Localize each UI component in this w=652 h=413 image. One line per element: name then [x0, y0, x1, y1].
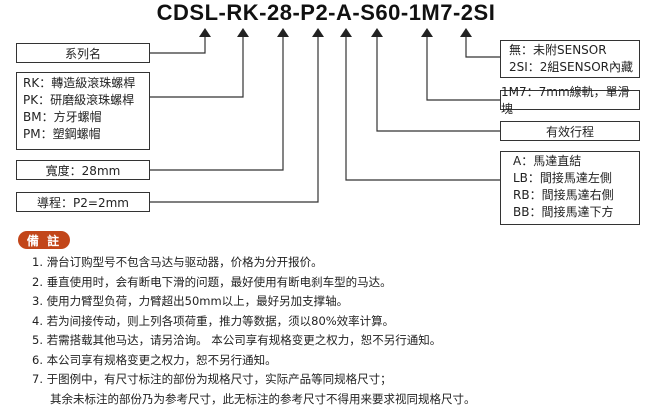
- arrow-series: [199, 28, 211, 37]
- connector-motor: [345, 36, 500, 181]
- note-item: 1. 滑台订购型号不包含马达与驱动器，价格为分开报价。: [32, 255, 323, 269]
- width-label: 寬度：28mm: [45, 163, 121, 178]
- connector-series-list: [150, 36, 244, 98]
- series-list-box: RK：轉造級滾珠螺桿 PK：研磨級滾珠螺桿 BM：方牙螺帽 PM：塑鋼螺帽: [16, 72, 150, 150]
- arrow-width: [277, 28, 289, 37]
- arrow-stroke: [371, 28, 383, 37]
- arrow-lead: [312, 28, 324, 37]
- arrow-rail: [421, 28, 433, 37]
- series-item: BM：方牙螺帽: [23, 110, 102, 124]
- connector-lines: [150, 28, 500, 203]
- connector-width: [150, 36, 284, 171]
- note-item: 3. 使用力臂型负荷，力臂超出50mm以上，最好另加支撑轴。: [32, 294, 349, 308]
- motor-item: A：馬達直結: [513, 154, 582, 168]
- sensor-box: 無：未附SENSOR 2SI：2組SENSOR內藏: [500, 40, 640, 78]
- lead-box: 導程：P2=2mm: [16, 192, 150, 212]
- rail-label: 1M7：7mm線軌，單滑塊: [501, 85, 630, 116]
- series-item: PM：塑鋼螺帽: [23, 127, 101, 141]
- arrow-motor: [340, 28, 352, 37]
- sensor-item: 無：未附SENSOR: [509, 43, 607, 57]
- connector-lead: [150, 36, 319, 203]
- motor-item: BB：間接馬達下方: [513, 205, 614, 219]
- connector-series: [150, 36, 206, 54]
- notes-list: 1. 滑台订购型号不包含马达与驱动器，价格为分开报价。 2. 垂直使用时，会有断…: [32, 253, 476, 409]
- connector-stroke: [376, 36, 500, 132]
- rail-box: 1M7：7mm線軌，單滑塊: [500, 85, 640, 116]
- motor-item: RB：間接馬達右側: [513, 188, 614, 202]
- series-item: RK：轉造級滾珠螺桿: [23, 76, 136, 90]
- series-name-label: 系列名: [64, 46, 101, 61]
- connector-sensor: [465, 36, 500, 58]
- stroke-box: 有效行程: [500, 121, 640, 141]
- motor-item: LB：間接馬達左側: [513, 171, 612, 185]
- note-item: 5. 若需搭载其他马达，请另洽询。 本公司享有规格变更之权力，恕不另行通知。: [32, 333, 442, 347]
- note-item: 2. 垂直使用时，会有断电下滑的问题，最好使用有断电刹车型的马达。: [32, 274, 392, 289]
- arrow-series-list: [237, 28, 249, 37]
- width-box: 寬度：28mm: [16, 160, 150, 180]
- connector-rail: [426, 36, 500, 101]
- note-item: 4. 若为间接传动，则上列各项荷重，推力等数据，须以80%效率计算。: [32, 313, 395, 328]
- model-code: CDSL-RK-28-P2-A-S60-1M7-2SI: [156, 0, 496, 25]
- series-name-box: 系列名: [16, 43, 150, 63]
- lead-label: 導程：P2=2mm: [37, 195, 129, 210]
- series-item: PK：研磨級滾珠螺桿: [23, 93, 135, 107]
- note-continuation: 其余未标注的部份乃为参考尺寸，此无标注的参考尺寸不得用来要求视同规格尺寸。: [50, 391, 476, 406]
- stroke-label: 有效行程: [545, 124, 594, 139]
- sensor-item: 2SI：2組SENSOR內藏: [509, 60, 634, 74]
- note-item: 6. 本公司享有规格变更之权力，恕不另行通知。: [32, 352, 277, 367]
- notes-badge: 備 註: [18, 231, 70, 249]
- note-item: 7. 于图例中，有尺寸标注的部份为规格尺寸，实际产品等同规格尺寸；: [32, 372, 392, 386]
- arrow-sensor: [460, 28, 472, 37]
- motor-box: A：馬達直結 LB：間接馬達左側 RB：間接馬達右側 BB：間接馬達下方: [500, 151, 640, 225]
